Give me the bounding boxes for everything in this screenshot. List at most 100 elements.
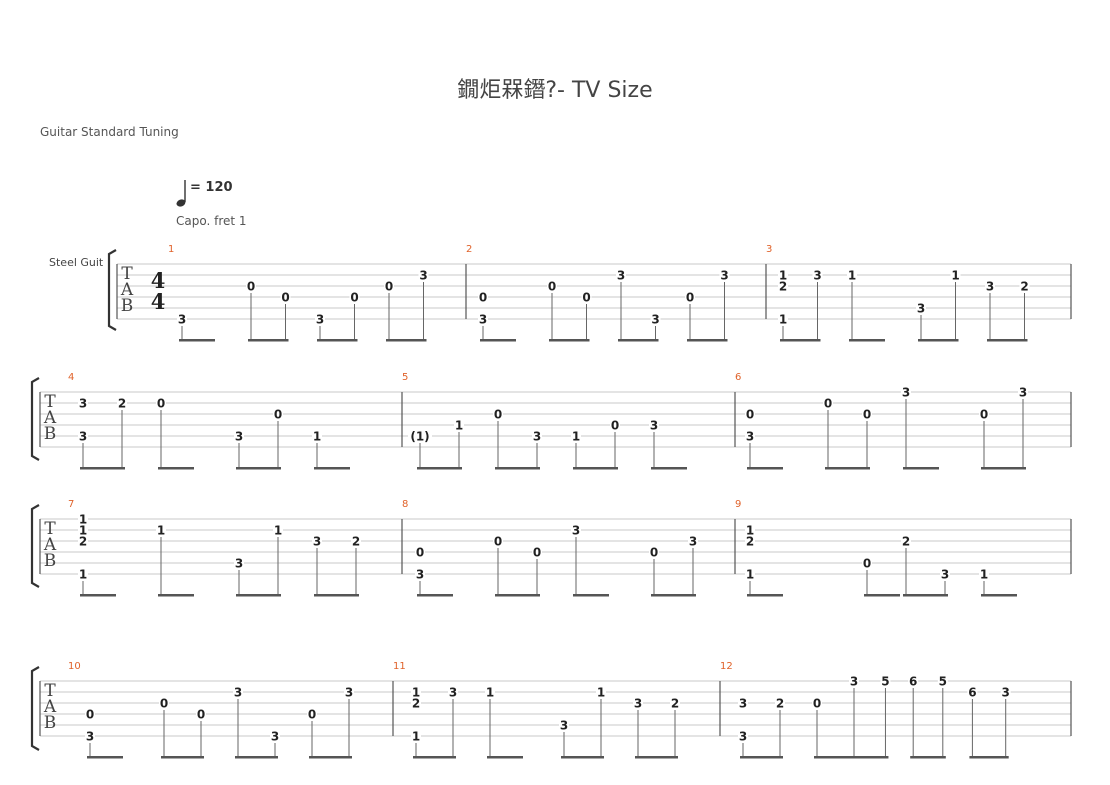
fret-background — [979, 568, 989, 580]
fret-background — [418, 269, 429, 281]
fret-number: 1 — [79, 513, 87, 527]
fret-background — [950, 269, 961, 281]
fret-background — [493, 408, 503, 420]
beam — [573, 467, 618, 470]
system-brace — [30, 377, 40, 461]
fret-number: 0 — [650, 546, 658, 560]
fret-number: 3 — [178, 313, 186, 327]
measure-number: 1 — [168, 244, 174, 255]
fret-number: 0 — [611, 419, 619, 433]
fret-number: 0 — [746, 408, 754, 422]
fret-number: 0 — [416, 546, 424, 560]
fret-background — [312, 535, 322, 547]
fret-number: 3 — [813, 269, 821, 283]
beam — [236, 467, 281, 470]
fret-number: 3 — [345, 686, 353, 700]
fret-background — [908, 675, 919, 687]
beam — [618, 339, 659, 342]
beam — [987, 339, 1028, 342]
measure-number: 11 — [393, 661, 406, 672]
fret-background — [812, 269, 823, 281]
fret-background — [78, 430, 88, 442]
fret-number: 0 — [86, 708, 94, 722]
beam — [910, 756, 946, 759]
fret-background — [78, 524, 88, 536]
beam — [236, 594, 281, 597]
fret-background — [745, 430, 755, 442]
fret-background — [633, 697, 643, 709]
fret-number: 0 — [813, 697, 821, 711]
fret-background — [916, 302, 926, 314]
beam — [864, 594, 900, 597]
fret-background — [85, 708, 95, 720]
fret-background — [745, 524, 755, 536]
fret-number: 3 — [634, 697, 642, 711]
tab-clef-letter: A — [43, 535, 57, 555]
fret-number: 3 — [419, 269, 427, 283]
fret-number: 2 — [1020, 280, 1028, 294]
fret-number: 0 — [548, 280, 556, 294]
fret-number: 2 — [79, 535, 87, 549]
fret-background — [233, 686, 243, 698]
fret-background — [880, 675, 891, 687]
fret-number: 1 — [572, 430, 580, 444]
fret-background — [384, 280, 394, 292]
fret-number: 0 — [980, 408, 988, 422]
fret-background — [273, 524, 283, 536]
fret-number: 0 — [479, 291, 487, 305]
fret-background — [485, 686, 495, 698]
fret-background — [823, 397, 833, 409]
fret-background — [415, 546, 425, 558]
fret-number: 0 — [863, 557, 871, 571]
beam — [573, 594, 609, 597]
fret-background — [685, 291, 695, 303]
measure-number: 12 — [720, 661, 733, 672]
beam — [635, 756, 678, 759]
fret-number: 3 — [1002, 686, 1010, 700]
beam — [309, 756, 352, 759]
beam — [87, 756, 123, 759]
fret-number: 1 — [274, 524, 282, 538]
fret-background — [411, 730, 421, 742]
fret-number: 1 — [597, 686, 605, 700]
measure-number: 8 — [402, 499, 408, 510]
fret-background — [280, 291, 291, 303]
fret-number: 0 — [308, 708, 316, 722]
fret-number: 3 — [316, 313, 324, 327]
instrument-name: Steel Guit — [49, 256, 104, 269]
fret-background — [246, 280, 256, 292]
fret-number: 1 — [779, 269, 787, 283]
tab-clef-letter: T — [44, 392, 56, 412]
fret-number: 0 — [157, 397, 165, 411]
fret-background — [448, 686, 458, 698]
fret-background — [408, 430, 432, 442]
fret-background — [745, 408, 755, 420]
fret-background — [719, 269, 730, 281]
beam — [386, 339, 427, 342]
fret-background — [738, 697, 748, 709]
fret-background — [901, 386, 911, 398]
fret-background — [273, 408, 283, 420]
tab-clef-letter: A — [120, 280, 134, 300]
fret-background — [1019, 280, 1030, 292]
fret-number: 1 — [79, 568, 87, 582]
fret-background — [156, 524, 166, 536]
fret-background — [745, 568, 755, 580]
fret-background — [862, 408, 872, 420]
fret-number: 3 — [234, 686, 242, 700]
fret-background — [85, 730, 95, 742]
beam — [814, 756, 889, 759]
fret-number: 3 — [739, 697, 747, 711]
fret-background — [688, 535, 698, 547]
fret-background — [571, 524, 581, 536]
tab-clef-letter: B — [44, 713, 57, 733]
fret-background — [649, 546, 659, 558]
fret-background — [985, 280, 995, 292]
fret-background — [1000, 686, 1011, 698]
beam — [740, 756, 783, 759]
system-brace — [30, 504, 40, 588]
fret-background — [478, 291, 488, 303]
tab-clef-letter: B — [44, 424, 57, 444]
fret-number: 3 — [560, 719, 568, 733]
